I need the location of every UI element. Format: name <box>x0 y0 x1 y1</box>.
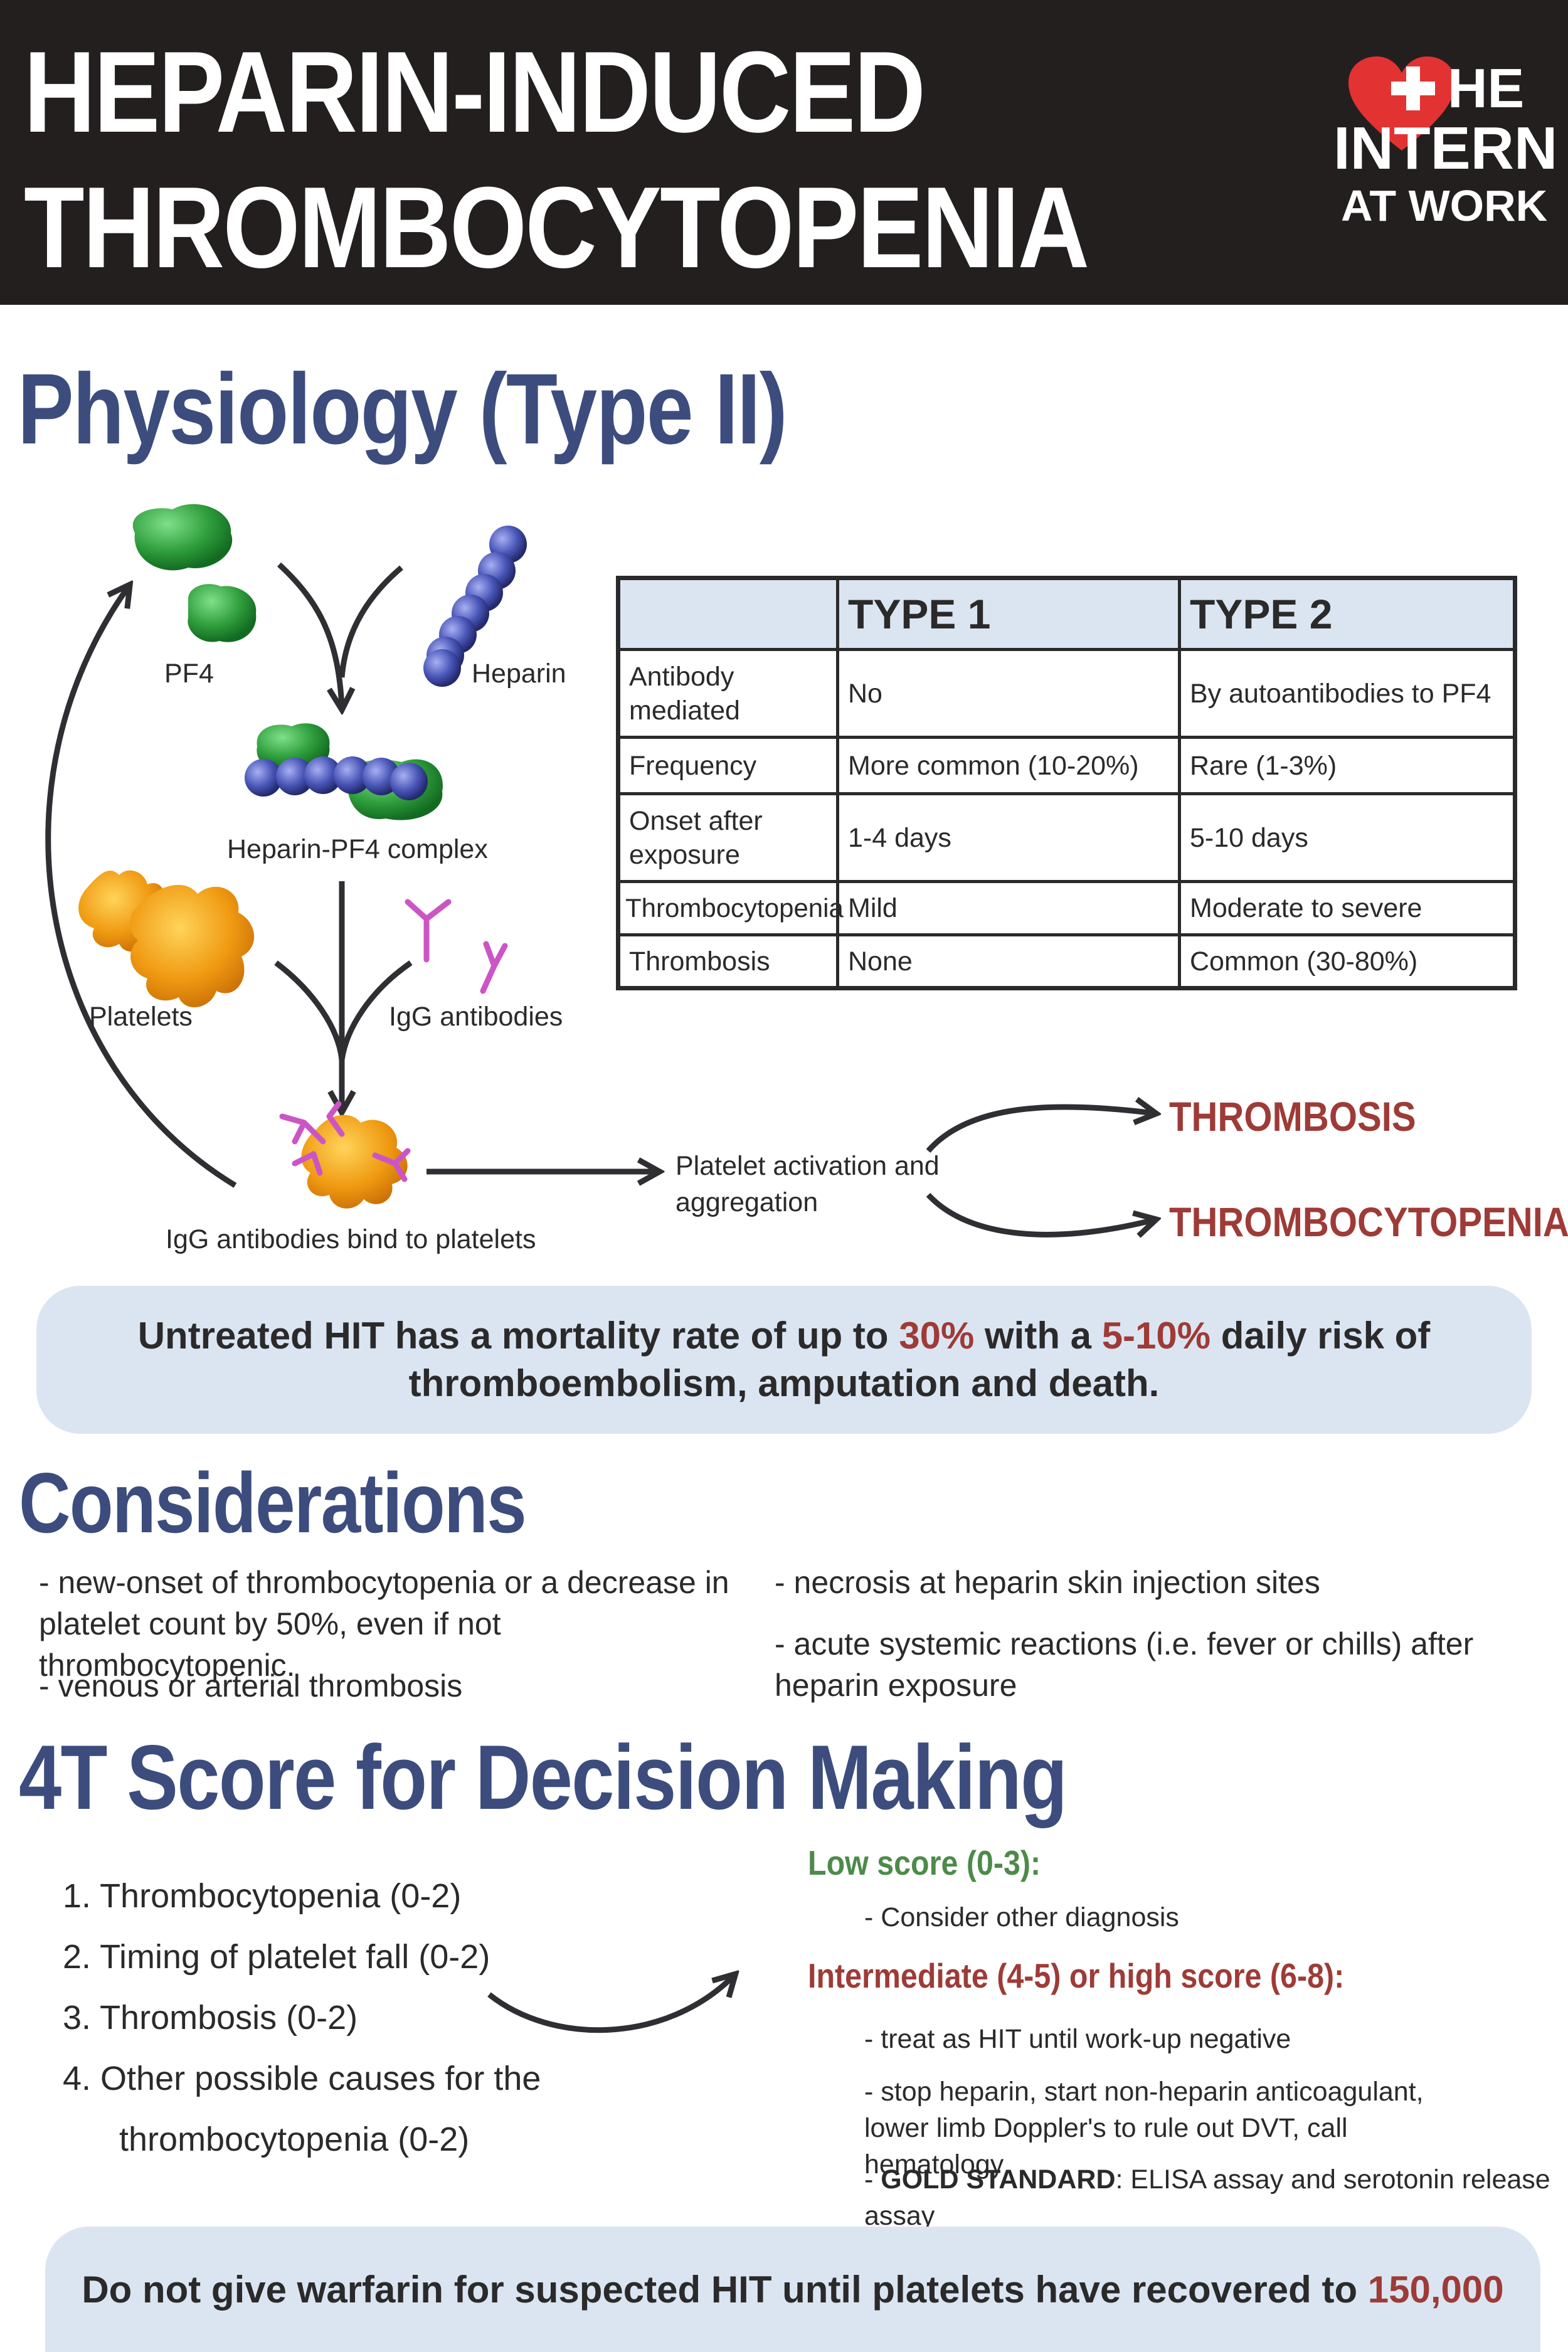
type1-cell: More common (10-20%) <box>836 736 1181 795</box>
page-title-line2: THROMBOCYTOPENIA <box>24 162 1089 292</box>
activation-label: Platelet activation and aggregation <box>675 1148 940 1221</box>
heparin-label: Heparin <box>472 659 566 689</box>
consideration-item: - new-onset of thrombocytopenia or a dec… <box>39 1565 729 1683</box>
logo-text-at-work: AT WORK <box>1341 181 1548 230</box>
gold-standard-label: GOLD STANDARD <box>881 2164 1116 2195</box>
mortality-rate-value: 30% <box>899 1315 975 1357</box>
list-item: 1. Thrombocytopenia (0-2) <box>63 1877 462 1915</box>
type1-cell: No <box>836 648 1181 739</box>
high-score-heading: Intermediate (4-5) or high score (6-8): <box>808 1956 1345 1995</box>
four-t-criteria-list: 1. Thrombocytopenia (0-2) 2. Timing of p… <box>63 1866 541 2170</box>
complex-label: Heparin-PF4 complex <box>227 834 488 864</box>
logo-text-intern: INTERN <box>1333 115 1558 182</box>
page-title: HEPARIN-INDUCED THROMBOCYTOPENIA <box>24 24 1089 295</box>
list-item: thrombocytopenia (0-2) <box>63 2121 470 2158</box>
table-header-type2: TYPE 2 <box>1178 576 1517 651</box>
type2-cell: Rare (1-3%) <box>1178 736 1517 795</box>
mortality-text-part1: Untreated HIT has a mortality rate of up… <box>137 1315 899 1357</box>
row-label-line2: mediated <box>629 695 740 726</box>
consideration-item: - venous or arterial thrombosis <box>39 1668 463 1703</box>
type1-cell: None <box>836 933 1181 990</box>
platelets-label: Platelets <box>89 1002 193 1032</box>
gold-standard-note: - GOLD STANDARD: ELISA assay and seroton… <box>864 2164 1550 2231</box>
type2-cell: Moderate to severe <box>1178 880 1517 936</box>
consideration-item: - acute systemic reactions (i.e. fever o… <box>775 1626 1474 1703</box>
type2-cell: 5-10 days <box>1178 792 1517 883</box>
table-header-blank <box>617 576 839 651</box>
type1-cell: 1-4 days <box>836 792 1181 883</box>
intern-at-work-logo: HE INTERN AT WORK <box>1323 56 1557 245</box>
type1-cell: Mild <box>836 880 1181 936</box>
mortality-callout: Untreated HIT has a mortality rate of up… <box>36 1286 1532 1434</box>
thrombosis-result: THROMBOSIS <box>1169 1093 1416 1140</box>
row-label-line1: Antibody <box>629 661 734 692</box>
thrombocytopenia-result: THROMBOCYTOPENIA <box>1169 1199 1568 1245</box>
table-header-row: TYPE 1 TYPE 2 <box>617 576 1517 651</box>
table-row: Thrombosis None Common (30-80%) <box>617 933 1517 990</box>
mortality-text: Untreated HIT has a mortality rate of up… <box>138 1312 1431 1407</box>
row-label-line1: Onset after <box>629 805 763 836</box>
type2-cell: Common (30-80%) <box>1178 933 1517 990</box>
row-label: Frequency <box>617 736 839 795</box>
low-score-heading: Low score (0-3): <box>808 1843 1041 1882</box>
warfarin-text-main: Do not give warfarin for suspected HIT u… <box>82 2268 1368 2311</box>
thrombocytopenia-arrow <box>926 1192 1154 1234</box>
mortality-text-line2: thromboembolism, amputation and death. <box>408 1362 1160 1404</box>
table-row: Thrombocytopenia Mild Moderate to severe <box>617 880 1517 936</box>
platelets-icon <box>78 870 255 1008</box>
row-label: Thrombosis <box>617 933 839 990</box>
row-label: Thrombocytopenia <box>617 880 844 936</box>
activation-label-line2: aggregation <box>675 1187 818 1217</box>
logo-text-he: HE <box>1448 57 1525 119</box>
physiology-heading: Physiology (Type II) <box>18 352 788 465</box>
table-row: Frequency More common (10-20%) Rare (1-3… <box>617 736 1517 795</box>
page-title-line1: HEPARIN-INDUCED <box>24 27 926 156</box>
list-item: 4. Other possible causes for the <box>63 2060 541 2097</box>
binding-label: IgG antibodies bind to platelets <box>166 1224 536 1254</box>
four-t-score-heading: 4T Score for Decision Making <box>19 1726 1067 1828</box>
list-item: 3. Thrombosis (0-2) <box>63 1999 358 2037</box>
pf4-label: PF4 <box>164 659 214 689</box>
heart-cross-icon <box>1348 56 1455 151</box>
warfarin-callout: Do not give warfarin for suspected HIT u… <box>45 2227 1540 2352</box>
mortality-text-part2: with a <box>974 1315 1102 1357</box>
high-score-note: - treat as HIT until work-up negative <box>864 2024 1291 2054</box>
platelet-recovery-value: 150,000 <box>1367 2268 1504 2311</box>
igg-label: IgG antibodies <box>389 1002 563 1032</box>
heparin-pf4-complex-icon <box>245 723 443 820</box>
low-score-note: - Consider other diagnosis <box>864 1902 1179 1932</box>
score-arrow-icon <box>487 1951 765 2033</box>
list-item: 2. Timing of platelet fall (0-2) <box>63 1938 490 1976</box>
warfarin-text: Do not give warfarin for suspected HIT u… <box>82 2268 1503 2311</box>
table-header-type1: TYPE 1 <box>836 576 1181 651</box>
thrombosis-arrow <box>926 1107 1154 1153</box>
mortality-text-part3: daily risk of <box>1210 1315 1431 1357</box>
header-bar: HEPARIN-INDUCED THROMBOCYTOPENIA HE INTE… <box>0 0 1568 305</box>
type2-cell: By autoantibodies to PF4 <box>1178 648 1517 739</box>
pf4-molecule-icon <box>132 504 257 642</box>
consideration-item: - necrosis at heparin skin injection sit… <box>775 1565 1320 1600</box>
merge-arrow <box>277 562 342 707</box>
igg-antibody-icon <box>405 899 508 994</box>
activation-label-line1: Platelet activation and <box>675 1151 940 1181</box>
row-label-line2: exposure <box>629 839 740 870</box>
daily-risk-value: 5-10% <box>1101 1315 1211 1357</box>
gold-standard-text: : ELISA assay and serotonin release assa… <box>864 2164 1550 2231</box>
considerations-heading: Considerations <box>19 1455 527 1550</box>
antibody-bound-platelet-icon <box>279 1101 411 1209</box>
high-score-note: - stop heparin, start non-heparin antico… <box>864 2077 1424 2180</box>
